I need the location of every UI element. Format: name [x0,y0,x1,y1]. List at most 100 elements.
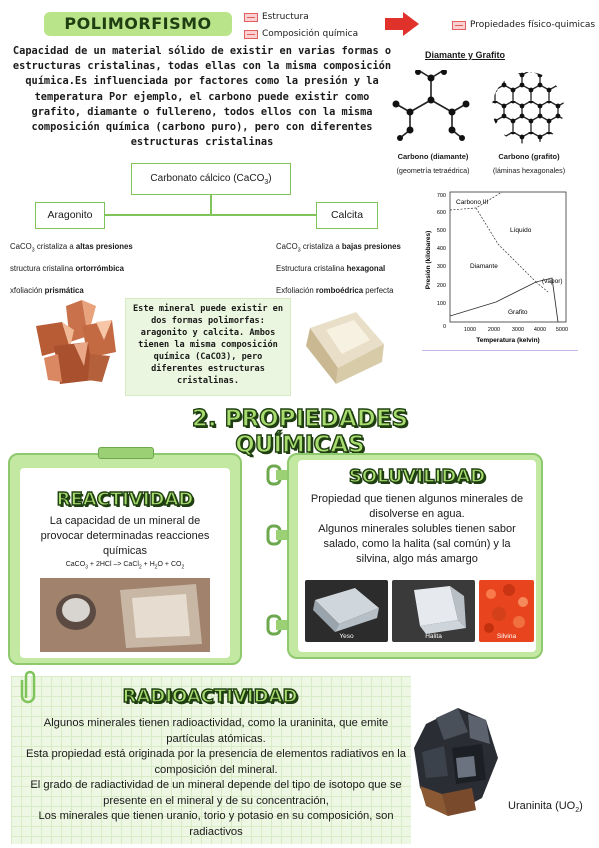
photo-silvina: Silvina [479,580,534,642]
reactividad-equation: CaCO3 + 2HCl –> CaCl2 + H2O + CO2 [20,561,230,570]
legend-structure: Estructura [244,12,309,22]
reactividad-photo [40,578,210,652]
aragonite-fact-1: CaCO3 cristaliza a altas presiones [10,242,133,254]
eq-d: O + CO [157,561,182,568]
title-banner: POLIMORFISMO [44,12,232,36]
radio-p3: El grado de radiactividad de un mineral … [30,779,402,807]
binder-rings-icon [266,464,292,636]
red-arrow-icon [385,12,419,36]
reactividad-title: REACTIVIDAD [56,488,194,510]
xtick-4000: 4000 [534,327,546,333]
aragonite-box: Aragonito [35,202,105,229]
calcite-box: Calcita [316,202,378,229]
section2-title: 2. PROPIEDADES QUÍMICAS [191,405,409,458]
intro-paragraph: Capacidad de un material sólido de exist… [12,45,392,149]
structure-icon [244,12,258,22]
eq-s1: 3 [85,564,88,571]
calcite-fact-3-a: Exfoliación [276,286,316,295]
diamond-sublabel: (geometría tetraédrica) [396,166,470,175]
uraninite-caption-sub: 2 [575,807,580,815]
calcite-fact-3: Exfoliación romboédrica perfecta [276,286,393,295]
silvina-crystal-icon [484,584,528,633]
region-diamante: Diamante [470,263,498,270]
calcite-fact-1-bold: bajas presiones [341,242,401,251]
aragonite-fact-2-a: structura cristalina [10,264,76,273]
diamond-label: Carbono (diamante) [397,152,469,161]
region-grafito: Grafito [508,309,528,316]
radio-p2: Esta propiedad está originada por la pre… [26,748,406,776]
calcite-fact-2: Estructura cristalina hexagonal [276,264,385,273]
ytick-700: 700 [437,193,446,199]
radioactividad-text: Algunos minerales tienen radioactividad,… [26,716,406,840]
region-vapor: (vapor) [542,278,563,285]
paperclip-icon [20,670,36,704]
aragonite-fact-3-bold: prismática [44,286,84,295]
region-carbono3: Carbono III [456,199,488,206]
aragonite-fact-2-bold: ortorrómbica [75,264,124,273]
ytick-300: 300 [437,264,446,270]
aragonite-fact-3-a: xfoliación [10,286,45,295]
tree-trunk-line [210,195,212,215]
radioactividad-title: RADIOACTIVIDAD [122,685,298,707]
graphite-label: Carbono (grafito) [498,152,560,161]
uraninite-caption: Uraninita (UO2) [508,800,583,814]
radio-p4: Los minerales que tienen uranio, torio y… [38,810,394,838]
uraninite-photo [414,708,498,816]
calcium-root-sub: 3 [264,179,269,186]
composition-icon [244,29,258,39]
graphite-structure-icon [492,72,564,144]
solubilidad-title: SOLUVILIDAD [348,465,486,487]
reactividad-text: La capacidad de un mineral de provocar d… [40,515,210,557]
ytick-500: 500 [437,228,446,234]
aragonite-fact-1-bold: altas presiones [75,242,133,251]
xtick-2000: 2000 [488,327,500,333]
eq-s2: 2 [138,564,142,571]
calcite-fact-1-a: CaCO [276,242,298,251]
aragonite-fact-1-b: cristaliza a [34,242,76,251]
calcite-fact-1-b: cristaliza a [300,242,342,251]
ytick-100: 100 [437,301,446,307]
phase-xlabel: Temperatura (kelvin) [476,337,539,344]
radio-p1: Algunos minerales tienen radioactividad,… [43,717,389,745]
calcium-root-end: ) [268,173,272,184]
eq-c: + H [141,561,155,568]
calcium-root-text: Carbonato cálcico (CaCO [150,173,265,184]
caption-silvina: Silvina [496,633,517,640]
solubilidad-text-2: Algunos minerales solubles tienen sabor … [318,523,516,565]
phase-diagram: Presión (kilobares) 700 600 500 400 300 … [425,191,568,344]
mineral-note: Este mineral puede existir en dos formas… [125,298,291,396]
legend-composition-label: Composición química [262,29,359,39]
properties-icon [452,20,466,30]
tree-branch-line [104,214,316,216]
uraninite-caption-text: Uraninita (UO [508,800,576,812]
phase-xticks: 1000 2000 3000 4000 5000 [464,327,568,333]
photo-yeso: Yeso [305,580,388,642]
xtick-1000: 1000 [464,327,476,333]
phase-yticks: 700 600 500 400 300 200 100 0 [437,193,446,330]
caption-yeso: Yeso [339,633,354,640]
aragonite-fact-1-sub: 3 [31,247,35,254]
aragonite-photo [26,296,122,390]
calcite-fact-1-sub: 3 [297,247,301,254]
graphite-sublabel: (láminas hexagonales) [492,166,566,175]
calcite-fact-1: CaCO3 cristaliza a bajas presiones [276,242,401,254]
xtick-5000: 5000 [556,327,568,333]
eq-s3: 2 [154,564,158,571]
yeso-crystal-icon [313,588,379,632]
calcite-fact-2-bold: hexagonal [346,264,386,273]
phase-diagram-underline [422,350,578,351]
region-liquido: Líquido [510,227,532,234]
aragonite-fact-2: structura cristalina ortorrómbica [10,264,124,273]
ytick-200: 200 [437,283,446,289]
calcite-fact-2-a: Estructura cristalina [276,264,347,273]
phase-ylabel: Presión (kilobares) [425,231,432,290]
calcite-fact-3-bold: romboédrica [315,286,364,295]
diamond-structure-icon [392,70,470,141]
legend-composition: Composición química [244,29,358,39]
eq-s4: 2 [181,564,185,571]
caption-halita: Halita [425,633,442,640]
calcite-fact-3-c: perfecta [363,286,394,295]
uraninite-caption-end: ) [579,800,583,812]
diamond-graphite-title: Diamante y Grafito [425,50,506,60]
legend-properties: Propiedades físico-quimicas [452,20,595,30]
